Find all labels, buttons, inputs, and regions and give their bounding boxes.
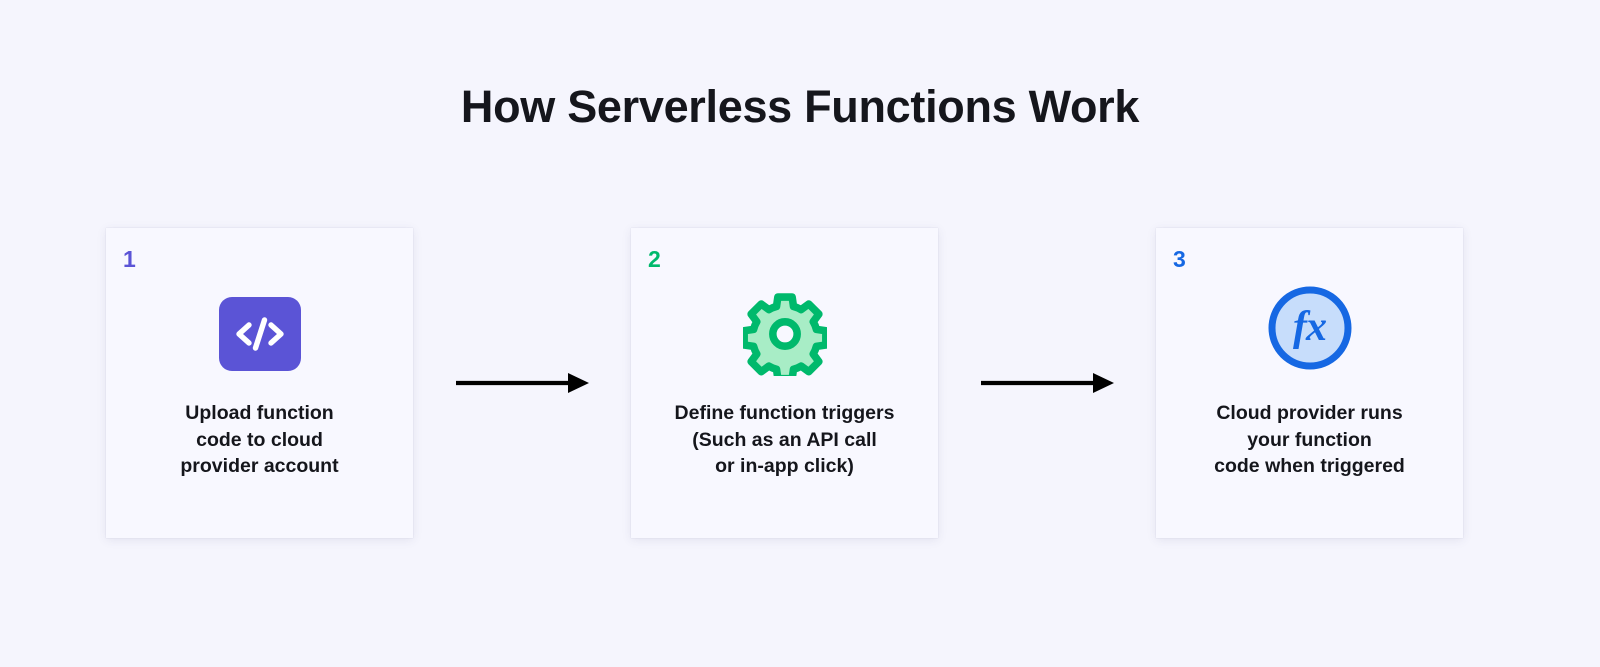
code-brackets-icon [218, 297, 301, 371]
step-text-3: Cloud provider runs your function code w… [1214, 402, 1405, 478]
function-fx-circle-icon: fx [1267, 285, 1353, 371]
step-number-2: 2 [648, 246, 661, 272]
step-icon-3-wrapper: fx [1156, 282, 1463, 374]
step-card-2: 2 Define function triggers (Such as an A… [631, 228, 938, 538]
step-card-3: 3 fx Cloud provider runs your function c… [1156, 228, 1463, 538]
gear-icon [742, 292, 827, 376]
step-number-3: 3 [1173, 246, 1186, 272]
arrow-right-icon-1 [455, 372, 589, 394]
step-text-1: Upload function code to cloud provider a… [180, 402, 339, 478]
step-card-1: 1 Upload function code to cloud provider… [106, 228, 413, 538]
fx-label: fx [1293, 303, 1327, 350]
page-title: How Serverless Functions Work [460, 81, 1140, 132]
step-text-2: Define function triggers (Such as an API… [674, 402, 895, 478]
process-flow: 1 Upload function code to cloud provider… [106, 228, 1463, 538]
arrow-right-icon-2 [980, 372, 1114, 394]
step-icon-2-wrapper [631, 290, 938, 378]
step-number-1: 1 [123, 246, 136, 272]
step-icon-1-wrapper [106, 290, 413, 378]
